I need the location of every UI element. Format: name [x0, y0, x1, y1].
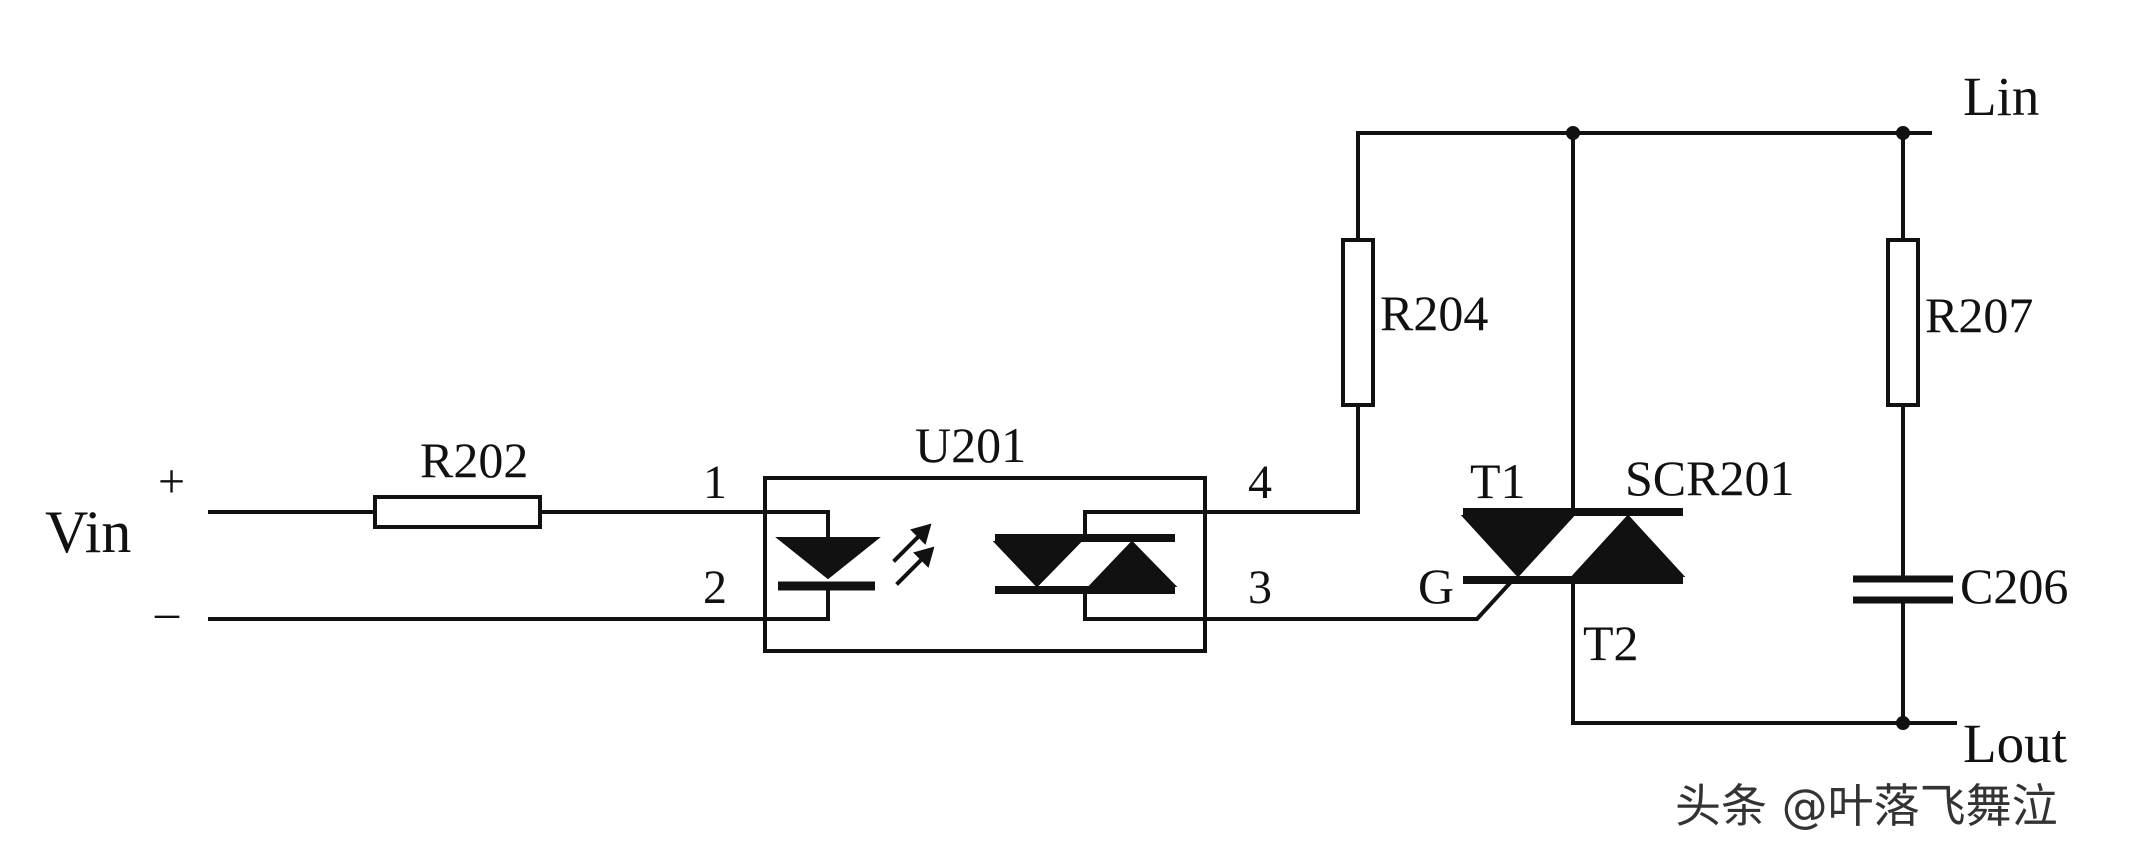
wire-pin4-to-r204 [1203, 403, 1360, 514]
pin-3-label: 3 [1248, 561, 1272, 614]
resistor-r202 [373, 495, 542, 529]
watermark-text: 头条 @叶落飞舞泣 [1675, 779, 2058, 833]
wire-pin3-to-gate [1203, 580, 1513, 621]
resistor-r207 [1886, 238, 1920, 407]
lout-label: Lout [1963, 713, 2067, 774]
triac-scr201-icon [1460, 508, 1686, 584]
c206-label: C206 [1960, 558, 2068, 614]
r202-label: R202 [420, 432, 528, 488]
lin-label: Lin [1963, 66, 2039, 127]
lout-junction [1896, 716, 1910, 730]
resistor-r204 [1341, 238, 1375, 407]
r204-label: R204 [1380, 285, 1488, 341]
u201-label: U201 [915, 417, 1026, 473]
vin-label: Vin [45, 499, 131, 565]
optocoupler-u201 [763, 476, 1207, 653]
t2-label: T2 [1583, 615, 1639, 671]
led-anode-wire [763, 510, 830, 540]
vin-minus-sign: – [154, 586, 180, 639]
capacitor-c206-icon [1853, 575, 1953, 604]
t1-label: T1 [1470, 453, 1526, 509]
led-cathode-wire [763, 588, 830, 621]
r207-label: R207 [1925, 287, 2033, 343]
pin-4-label: 4 [1248, 456, 1272, 509]
scr201-label: SCR201 [1625, 450, 1795, 506]
opto-triac-icon [992, 510, 1207, 621]
pin-1-label: 1 [703, 456, 727, 509]
led-icon [775, 537, 881, 580]
light-emission-arrows-icon [892, 523, 935, 586]
pin-2-label: 2 [703, 561, 727, 614]
gate-label: G [1418, 558, 1454, 614]
vin-plus-sign: + [158, 455, 185, 508]
